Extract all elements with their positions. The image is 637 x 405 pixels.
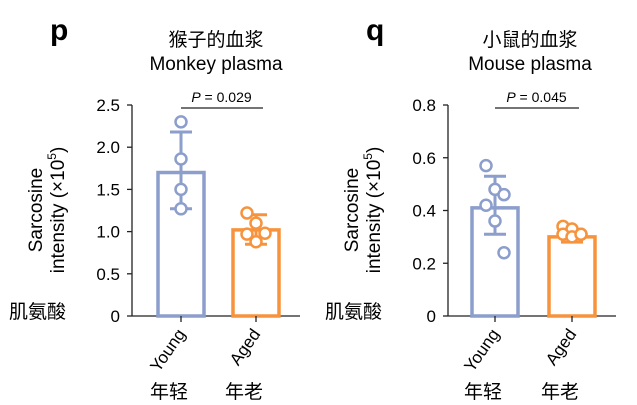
data-point	[249, 216, 263, 230]
y-tick-label: 0	[111, 307, 120, 326]
data-point	[174, 115, 188, 129]
data-point	[488, 214, 502, 228]
x-tick-label-young: Young	[146, 325, 189, 375]
ylabel-line1: Sarcosine	[26, 168, 47, 253]
data-point	[258, 226, 272, 241]
y-tick-label: 2.5	[96, 96, 120, 115]
x-tick-label-cn: 年轻	[150, 381, 188, 403]
title-cn: 猴子的血浆	[168, 29, 263, 51]
x-tick-label-aged: Aged	[542, 325, 580, 368]
data-point	[174, 152, 188, 166]
x-tick-label-cn: 年老	[541, 381, 579, 403]
data-point	[174, 182, 188, 197]
y-tick-label: 0.8	[412, 96, 436, 115]
panel-label: p	[50, 14, 68, 47]
y-tick-label: 0	[427, 307, 436, 326]
x-tick-label-young: Young	[460, 325, 503, 375]
title: Monkey plasma	[149, 54, 282, 75]
data-point	[174, 202, 188, 216]
ylabel-line2: intensity (×105)	[361, 147, 385, 274]
data-point	[574, 227, 588, 241]
y-tick-label: 1.5	[96, 180, 120, 199]
data-point	[479, 198, 493, 212]
y-tick-label: 0.2	[412, 254, 436, 273]
ylabel-sup: 5	[45, 153, 59, 160]
data-point	[497, 245, 511, 260]
y-tick-label: 0.5	[96, 265, 120, 284]
y-tick-label: 0.6	[412, 149, 436, 168]
y-tick-label: 2.0	[96, 138, 120, 157]
data-point	[249, 234, 263, 249]
y-tick-label: 1.0	[96, 223, 120, 242]
ylabel-end: )	[364, 147, 385, 153]
x-tick-label-cn: 年轻	[464, 381, 502, 403]
x-tick-label-cn: 年老	[225, 381, 263, 403]
p-value-label: P = 0.029	[191, 89, 252, 105]
ylabel-cn: 肌氨酸	[9, 301, 66, 323]
data-point	[497, 187, 511, 202]
data-point	[240, 206, 254, 220]
data-point	[240, 227, 254, 241]
panel-label: q	[366, 14, 384, 47]
p-value-label: P = 0.045	[506, 89, 567, 105]
ylabel-line1: Sarcosine	[342, 168, 363, 253]
title-cn: 小鼠的血浆	[482, 29, 577, 51]
y-tick-label: 0.4	[412, 202, 436, 221]
ylabel-cn: 肌氨酸	[325, 301, 382, 323]
x-tick-label-aged: Aged	[226, 325, 264, 368]
data-point	[479, 158, 493, 173]
bar-aged	[547, 235, 597, 318]
title: Mouse plasma	[468, 54, 592, 75]
ylabel-end: )	[48, 147, 69, 153]
ylabel-sup: 5	[361, 153, 375, 160]
ylabel-line2: intensity (×105)	[45, 147, 69, 274]
